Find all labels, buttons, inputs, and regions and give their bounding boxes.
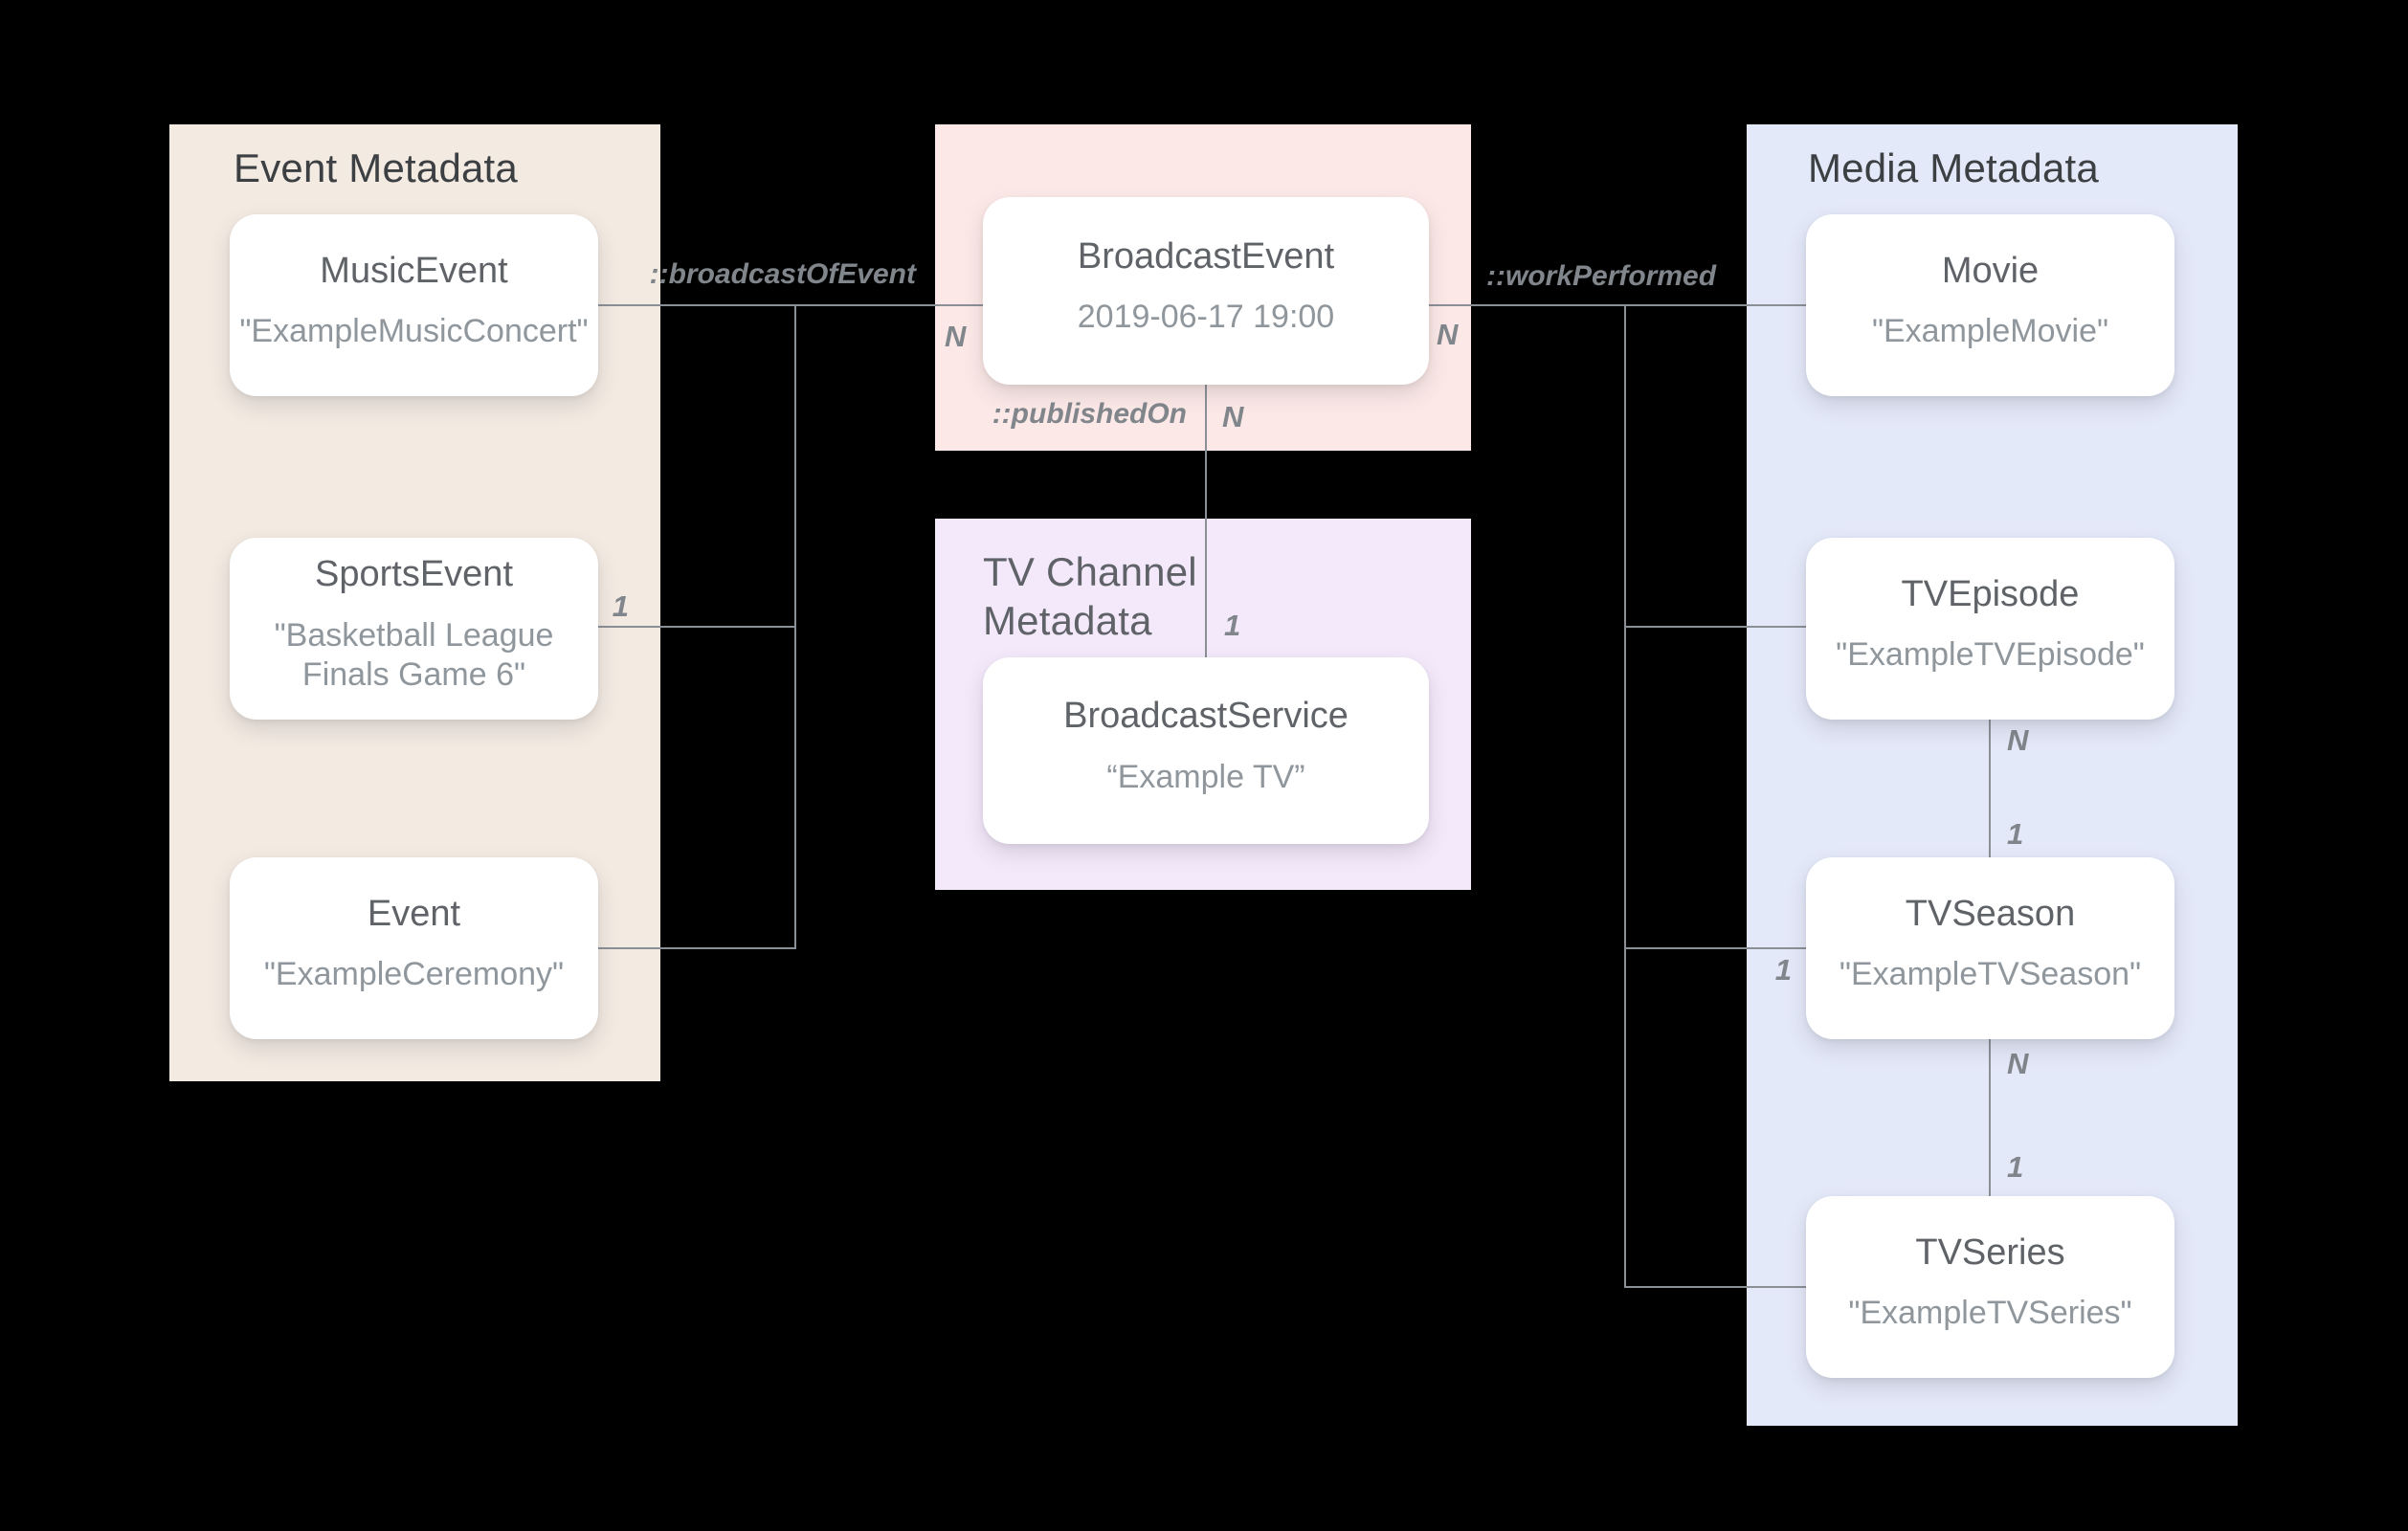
node-tvepisode-title: TVEpisode <box>1901 573 2080 614</box>
connector-broadcastevent-movie <box>1429 304 1806 306</box>
node-tvepisode-value: "ExampleTVEpisode" <box>1836 636 2145 674</box>
node-tvseries-value: "ExampleTVSeries" <box>1848 1295 2132 1332</box>
broadcastofevent-cardinality-1: 1 <box>612 589 629 623</box>
connector-event-trunk <box>794 304 796 949</box>
node-tvepisode: TVEpisode "ExampleTVEpisode" <box>1806 538 2174 720</box>
node-tvseason: TVSeason "ExampleTVSeason" <box>1806 857 2174 1039</box>
connector-tvseries-branch <box>1625 1286 1806 1288</box>
node-musicevent-value: "ExampleMusicConcert" <box>239 313 589 350</box>
media-metadata-title: Media Metadata <box>1808 145 2099 190</box>
node-sportsevent-value: "Basketball League Finals Game 6" <box>274 617 554 693</box>
node-tvseason-value: "ExampleTVSeason" <box>1839 956 2142 993</box>
node-movie: Movie "ExampleMovie" <box>1806 214 2174 396</box>
node-tvseason-title: TVSeason <box>1905 893 2076 934</box>
node-musicevent-title: MusicEvent <box>320 250 508 291</box>
node-broadcastservice-title: BroadcastService <box>1063 696 1349 737</box>
node-sportsevent: SportsEvent "Basketball League Finals Ga… <box>230 538 598 720</box>
publishedon-cardinality-n: N <box>1222 400 1244 433</box>
node-broadcastevent-value: 2019-06-17 19:00 <box>1077 299 1335 336</box>
connector-tvseason-branch <box>1625 947 1806 949</box>
event-metadata-title: Event Metadata <box>234 145 518 190</box>
broadcastofevent-cardinality-n: N <box>945 320 967 353</box>
node-event-title: Event <box>367 893 461 934</box>
node-movie-value: "ExampleMovie" <box>1871 313 2109 350</box>
connector-musicevent-broadcastevent <box>598 304 983 306</box>
workperformed-cardinality-1: 1 <box>1774 953 1792 987</box>
episode-season-cardinality-1: 1 <box>2007 817 2024 851</box>
node-sportsevent-title: SportsEvent <box>315 554 513 595</box>
node-tvseries: TVSeries "ExampleTVSeries" <box>1806 1196 2174 1378</box>
node-broadcastservice: BroadcastService “Example TV” <box>983 657 1429 844</box>
connector-sportsevent-branch <box>598 626 795 628</box>
node-broadcastservice-value: “Example TV” <box>1106 758 1305 795</box>
broadcastofevent-label: ::broadcastOfEvent <box>649 258 916 290</box>
workperformed-label: ::workPerformed <box>1486 260 1717 292</box>
node-movie-title: Movie <box>1941 250 2040 291</box>
node-tvseries-title: TVSeries <box>1915 1231 2065 1273</box>
season-series-cardinality-n: N <box>2007 1047 2029 1080</box>
connector-tvepisode-tvseason <box>1989 720 1991 857</box>
episode-season-cardinality-n: N <box>2007 723 2029 757</box>
node-broadcastevent: BroadcastEvent 2019-06-17 19:00 <box>983 197 1429 385</box>
connector-tvseason-tvseries <box>1989 1039 1991 1196</box>
connector-event-branch <box>598 947 795 949</box>
node-musicevent: MusicEvent "ExampleMusicConcert" <box>230 214 598 396</box>
publishedon-cardinality-1: 1 <box>1224 609 1241 642</box>
node-event-value: "ExampleCeremony" <box>263 956 565 993</box>
connector-tvepisode-branch <box>1625 626 1806 628</box>
workperformed-cardinality-n: N <box>1437 318 1459 351</box>
node-broadcastevent-title: BroadcastEvent <box>1077 235 1335 277</box>
connector-media-trunk <box>1624 304 1626 1288</box>
tv-channel-metadata-title: TV Channel Metadata <box>983 549 1197 644</box>
publishedon-label: ::publishedOn <box>992 398 1187 430</box>
node-event: Event "ExampleCeremony" <box>230 857 598 1039</box>
connector-publishedon <box>1205 385 1207 657</box>
season-series-cardinality-1: 1 <box>2007 1150 2024 1184</box>
